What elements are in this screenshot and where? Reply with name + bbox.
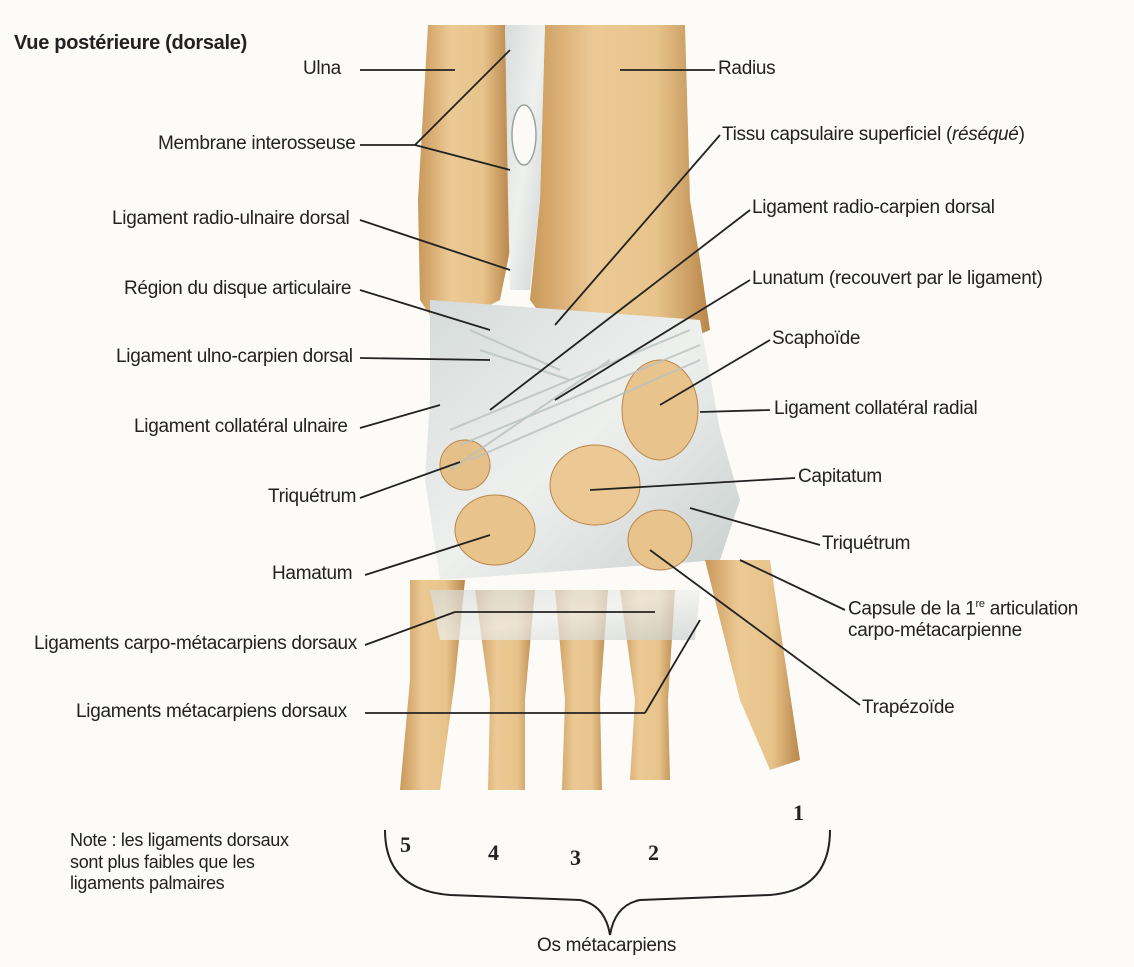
metacarpal-ligament-band	[430, 590, 700, 640]
label-capsule-suffix: articulation	[985, 598, 1078, 619]
label-capsule-line2: carpo-métacarpienne	[848, 620, 1078, 642]
membrane-opening	[512, 105, 536, 165]
label-ligament-collateral-ulnaire: Ligament collatéral ulnaire	[134, 416, 348, 438]
label-os-metacarpiens: Os métacarpiens	[537, 935, 676, 957]
label-ligament-collateral-radial: Ligament collatéral radial	[774, 398, 977, 420]
label-triquetrum-right: Triquétrum	[822, 533, 910, 555]
label-scaphoide: Scaphoïde	[772, 328, 860, 350]
label-capsule-text: Capsule de la 1	[848, 598, 976, 619]
note-line-1: Note : les ligaments dorsaux	[70, 830, 289, 852]
metacarpal-1	[705, 560, 800, 770]
label-ligament-radio-carpien: Ligament radio-carpien dorsal	[752, 197, 995, 219]
label-capitatum: Capitatum	[798, 466, 882, 488]
label-radius: Radius	[718, 58, 775, 80]
label-trapezoide: Trapézoïde	[862, 697, 954, 719]
note-line-2: sont plus faibles que les	[70, 852, 289, 874]
scaphoid-bone	[622, 360, 698, 460]
label-tissu-capsulaire: Tissu capsulaire superficiel (réséqué)	[722, 124, 1025, 146]
label-hamatum: Hamatum	[272, 563, 352, 585]
label-capsule-sup: re	[976, 598, 985, 610]
label-region-disque: Région du disque articulaire	[124, 278, 351, 300]
label-ligaments-metacarpiens: Ligaments métacarpiens dorsaux	[76, 701, 347, 723]
metacarpal-number-4: 4	[488, 840, 499, 866]
metacarpal-number-5: 5	[400, 832, 411, 858]
page-title: Vue postérieure (dorsale)	[14, 32, 247, 55]
label-ligaments-carpo-metacarpiens: Ligaments carpo-métacarpiens dorsaux	[34, 633, 357, 655]
label-ulna: Ulna	[303, 58, 341, 80]
metacarpal-brace	[385, 830, 830, 935]
label-capsule: Capsule de la 1re articulation carpo-mét…	[848, 598, 1078, 642]
label-membrane-interosseuse: Membrane interosseuse	[158, 133, 356, 155]
label-ligament-ulno-carpien: Ligament ulno-carpien dorsal	[116, 346, 353, 368]
hamate-bone	[455, 495, 535, 565]
note-line-3: ligaments palmaires	[70, 873, 289, 895]
label-tissu-text: Tissu capsulaire superficiel (	[722, 124, 952, 145]
label-tissu-close: )	[1019, 124, 1025, 145]
metacarpal-number-3: 3	[570, 845, 581, 871]
note-text: Note : les ligaments dorsaux sont plus f…	[70, 830, 289, 895]
label-ligament-radio-ulnaire: Ligament radio-ulnaire dorsal	[112, 208, 349, 230]
capitate-bone	[550, 445, 640, 525]
label-lunatum: Lunatum (recouvert par le ligament)	[752, 268, 1042, 290]
metacarpal-number-1: 1	[793, 800, 804, 826]
trapezoid-bone	[628, 510, 692, 570]
label-triquetrum-left: Triquétrum	[268, 486, 356, 508]
metacarpal-number-2: 2	[648, 840, 659, 866]
label-tissu-italic: réséqué	[952, 124, 1019, 145]
